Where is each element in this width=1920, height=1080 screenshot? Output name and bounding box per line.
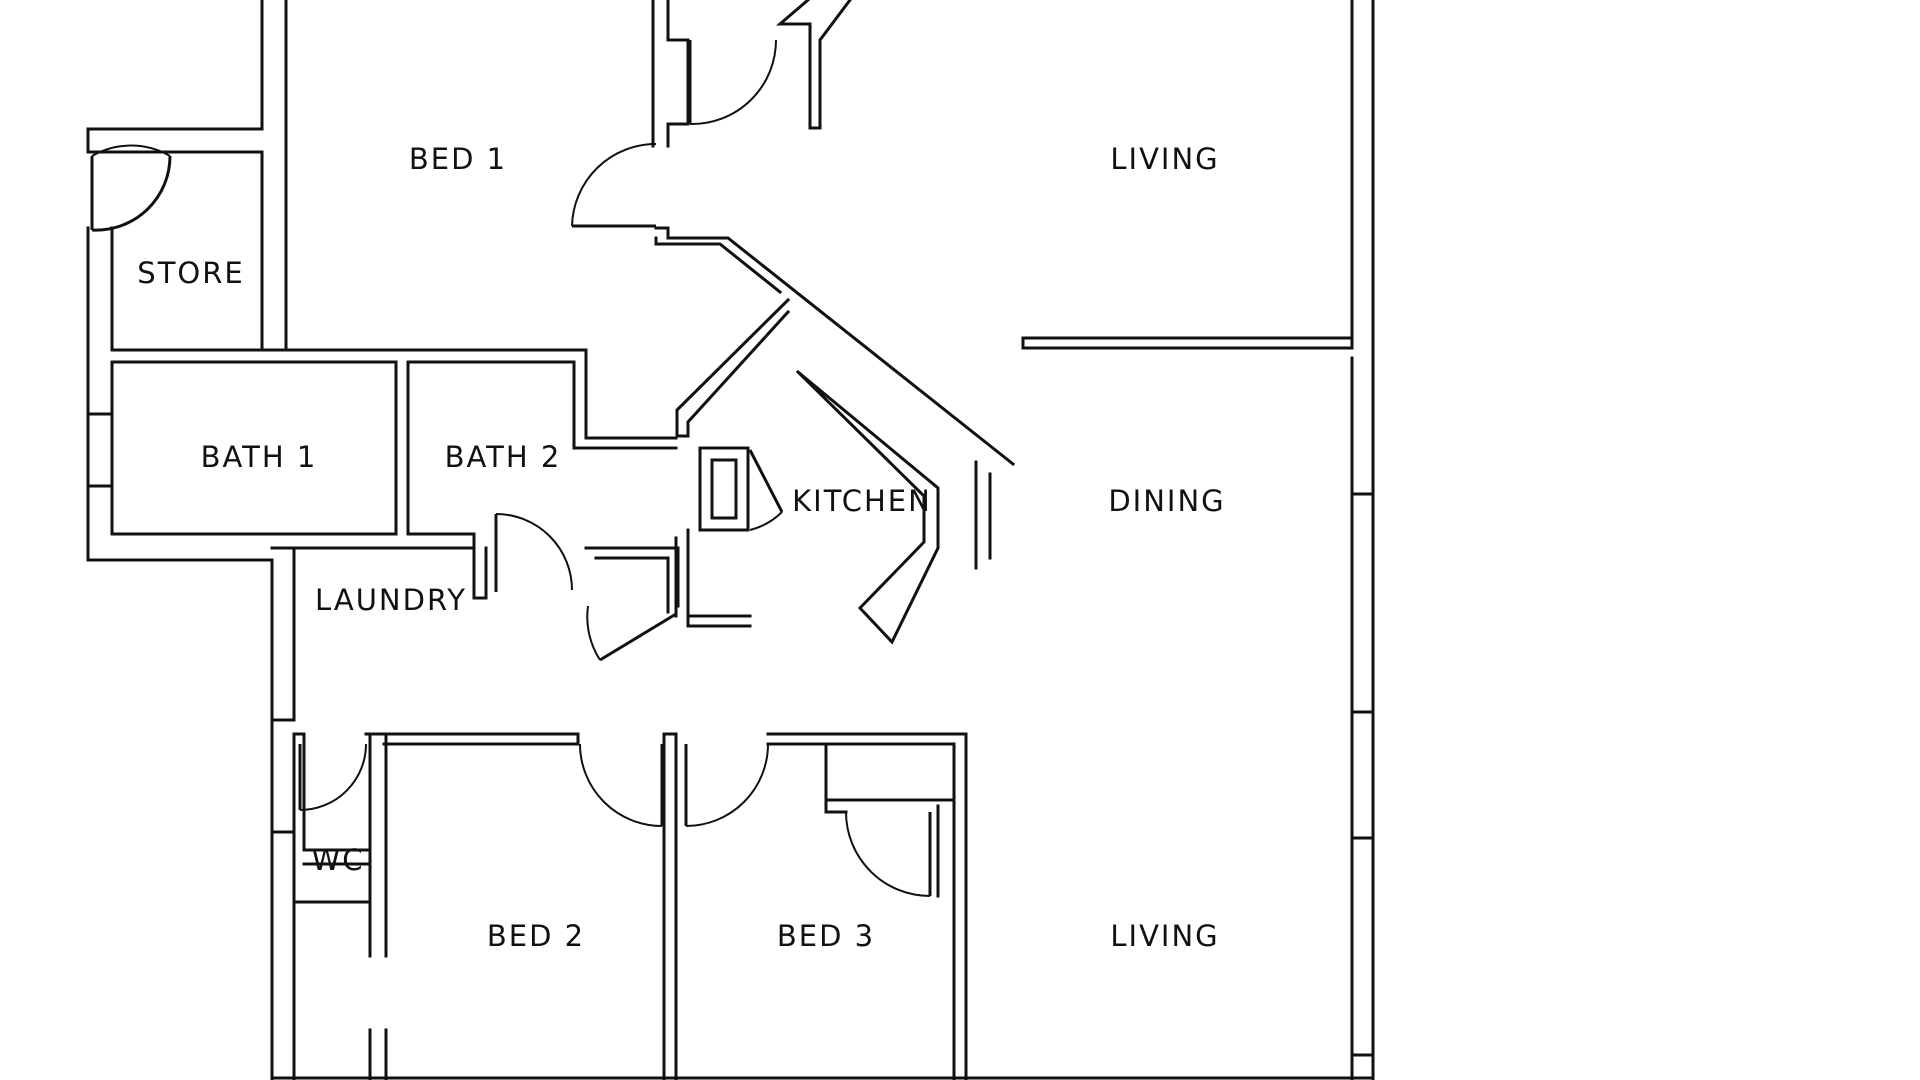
label-store: STORE xyxy=(137,256,244,290)
wall-bed-north xyxy=(364,732,678,1080)
door-bed1-hall xyxy=(571,143,657,227)
wall-laundry xyxy=(270,546,296,1080)
door-hall-cupboard-swing xyxy=(586,605,601,661)
wall-kitchen-angle xyxy=(675,297,791,438)
door-bed3-closet xyxy=(845,811,931,897)
door-store-leaf xyxy=(90,155,172,232)
door-bed2 xyxy=(579,743,663,827)
label-laundry: LAUNDRY xyxy=(315,583,467,617)
wall-bed1-east xyxy=(651,0,690,148)
room-labels: BED 1 LIVING STORE BATH 1 BATH 2 KITCHEN… xyxy=(137,142,1225,953)
label-wc: WC xyxy=(312,843,365,877)
wall-wc-east-low xyxy=(292,900,388,1080)
wall-store-top xyxy=(86,127,264,154)
label-living-bottom: LIVING xyxy=(1110,919,1219,953)
wall-kitchen-counter xyxy=(795,369,940,645)
wall-kitchen-cupboard xyxy=(698,446,750,532)
walls xyxy=(86,0,1375,1080)
label-bath-2: BATH 2 xyxy=(445,440,562,474)
window-east-1 xyxy=(1350,492,1375,1057)
door-bed1-closet xyxy=(689,39,777,126)
label-dining: DINING xyxy=(1108,484,1225,518)
door-pantry-swing xyxy=(749,511,783,531)
wall-kitchen-lower xyxy=(674,528,752,628)
label-kitchen: KITCHEN xyxy=(792,484,932,518)
label-bed-1: BED 1 xyxy=(409,142,507,176)
door-store xyxy=(91,144,171,157)
wall-west-window xyxy=(86,412,114,488)
wall-store-north-vert xyxy=(260,0,288,352)
label-bed-2: BED 2 xyxy=(487,919,585,953)
wall-bath2-west xyxy=(406,360,476,600)
wall-bed3-closet xyxy=(824,798,956,1080)
wall-hall-cupboard xyxy=(584,546,680,614)
wall-angled-top xyxy=(775,0,852,130)
doors xyxy=(90,39,932,897)
wall-laundry-window xyxy=(270,718,296,834)
door-wc xyxy=(299,743,367,811)
wall-bed1-south xyxy=(654,226,1016,467)
label-living-top: LIVING xyxy=(1110,142,1219,176)
door-pantry xyxy=(748,449,784,513)
wall-living-dining xyxy=(1021,336,1354,350)
door-bed3 xyxy=(685,743,769,827)
wall-bed3-north xyxy=(766,732,968,1080)
wall-kitchen-east xyxy=(974,460,992,570)
wall-west-long xyxy=(86,226,114,562)
wall-wc xyxy=(292,732,388,1080)
wall-laundry-north xyxy=(292,546,488,600)
wall-bath-bottom xyxy=(86,360,398,562)
label-bed-3: BED 3 xyxy=(777,919,875,953)
label-bath-1: BATH 1 xyxy=(201,440,318,474)
door-bath2 xyxy=(495,513,573,591)
door-hall-cupboard xyxy=(599,612,677,662)
wall-bath-top xyxy=(110,348,678,536)
